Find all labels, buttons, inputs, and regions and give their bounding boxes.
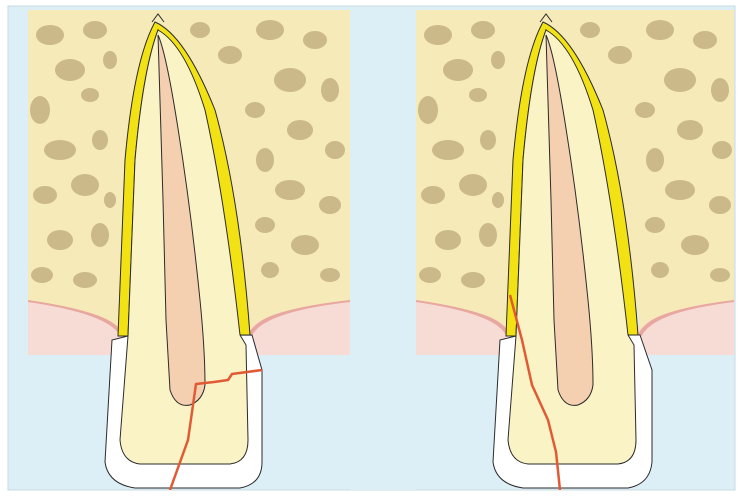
panel-gap xyxy=(350,10,416,490)
